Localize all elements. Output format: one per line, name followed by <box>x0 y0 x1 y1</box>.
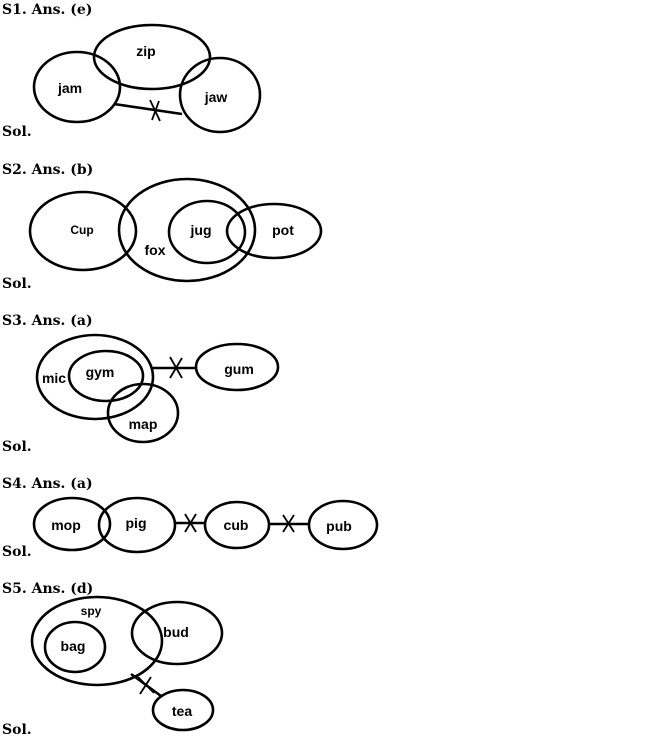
label-jug: jug <box>190 222 212 238</box>
circle-bud <box>130 600 224 666</box>
circle-gym <box>67 349 145 403</box>
answer-heading-3: S3. Ans. (a) <box>2 313 93 329</box>
label-gum: gum <box>224 361 254 377</box>
cross-mark <box>169 356 183 379</box>
label-pig: pig <box>126 515 147 531</box>
answer-heading-2: S2. Ans. (b) <box>2 162 93 178</box>
label-mop: mop <box>51 517 81 533</box>
sol-label-5: Sol. <box>2 722 32 738</box>
label-gym: gym <box>86 364 115 380</box>
circle-jaw <box>178 56 262 134</box>
cross-mark <box>149 99 161 122</box>
circle-zip <box>92 23 212 91</box>
sol-label-4: Sol. <box>2 544 32 560</box>
cross-mark <box>282 514 295 533</box>
circle-mic <box>35 333 155 421</box>
circle-cup <box>28 190 138 272</box>
solution-5: S5. Ans. (d) spy bag bud tea Sol. <box>2 581 224 738</box>
solution-3: S3. Ans. (a) mic gym gum map Sol. <box>2 313 280 455</box>
circle-spy <box>30 595 164 687</box>
solution-2: S2. Ans. (b) Cup fox jug pot Sol. <box>2 162 323 292</box>
sol-label-2: Sol. <box>2 276 32 292</box>
label-spy: spy <box>81 604 102 618</box>
solution-1: S1. Ans. (e) zip jam jaw Sol. <box>2 2 262 140</box>
label-bag: bag <box>61 638 86 654</box>
label-zip: zip <box>136 43 155 59</box>
circle-tea <box>151 688 215 732</box>
link-jam-jaw <box>113 102 183 116</box>
label-tea: tea <box>172 703 192 719</box>
answer-heading-4: S4. Ans. (a) <box>2 476 93 492</box>
answer-heading-5: S5. Ans. (d) <box>2 581 93 597</box>
label-cub: cub <box>224 517 249 533</box>
circle-bag <box>43 620 107 674</box>
circle-jam <box>32 50 122 124</box>
sol-label-1: Sol. <box>2 124 32 140</box>
label-pub: pub <box>326 518 352 534</box>
label-fox: fox <box>145 242 166 258</box>
label-jaw: jaw <box>204 89 228 105</box>
sol-label-3: Sol. <box>2 439 32 455</box>
circle-jug <box>167 199 247 265</box>
label-cup: Cup <box>70 223 93 237</box>
label-jam: jam <box>57 80 82 96</box>
cross-mark <box>184 513 197 533</box>
cross-mark <box>137 676 155 695</box>
circle-pot <box>225 202 323 260</box>
circle-pig <box>97 496 177 554</box>
circle-mop <box>32 496 112 552</box>
circle-fox <box>117 177 257 283</box>
answer-heading-1: S1. Ans. (e) <box>2 2 92 18</box>
label-map: map <box>129 416 158 432</box>
label-bud: bud <box>163 624 189 640</box>
label-mic: mic <box>42 370 66 386</box>
solution-4: S4. Ans. (a) mop pig cub pub Sol. <box>2 476 379 560</box>
circle-map <box>106 382 180 444</box>
label-pot: pot <box>272 222 294 238</box>
